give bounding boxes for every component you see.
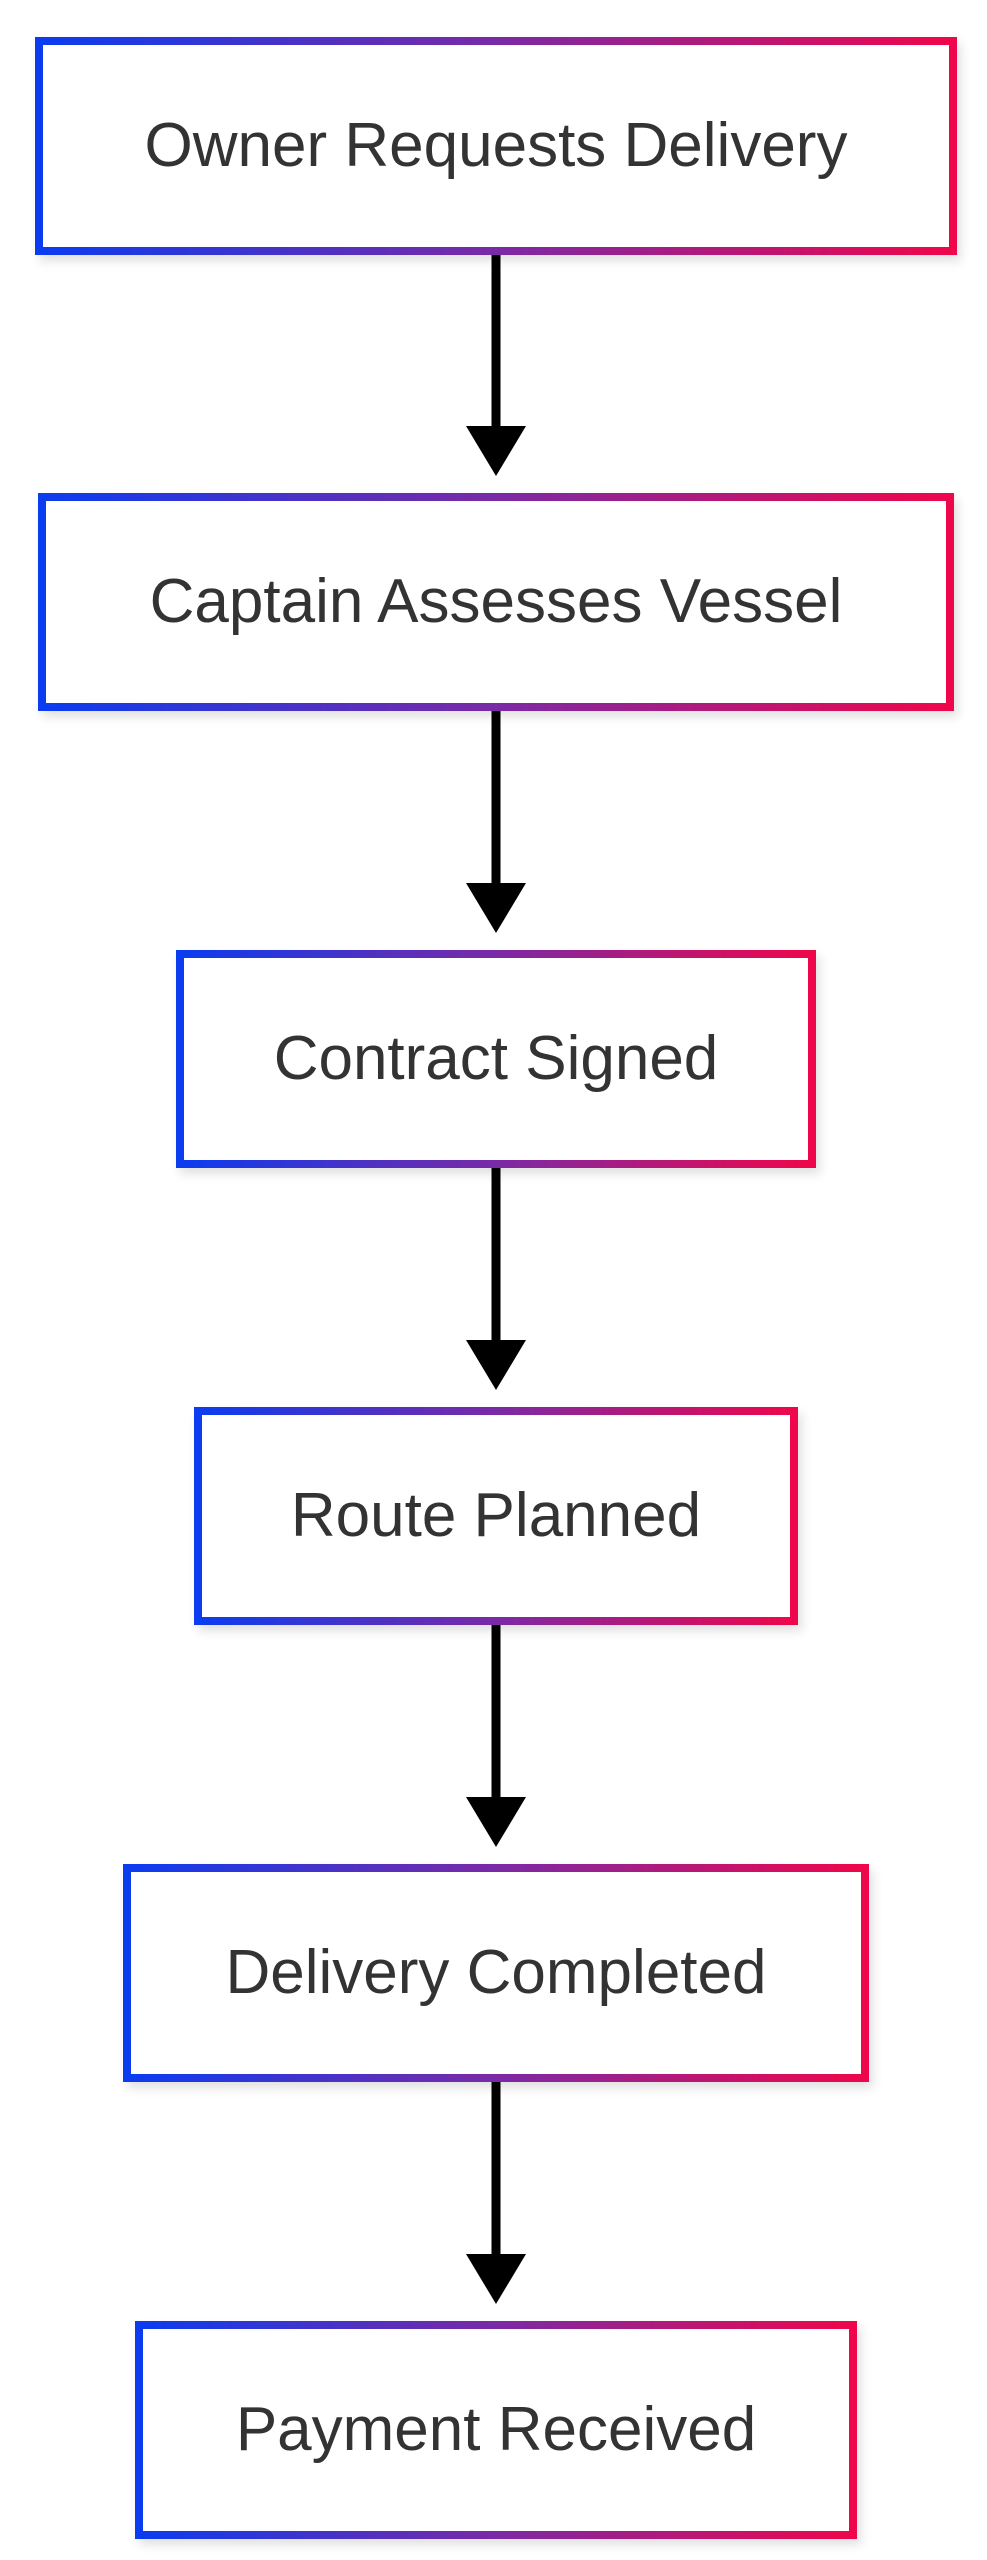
arrowhead-icon (466, 2254, 526, 2304)
node-label: Contract Signed (273, 1024, 719, 1093)
node-label: Captain Assesses Vessel (149, 567, 843, 636)
arrowhead-icon (466, 1340, 526, 1390)
edge-delivery-completed-to-payment-received (466, 2082, 526, 2304)
node-label: Route Planned (290, 1481, 702, 1550)
edge-captain-assesses-vessel-to-contract-signed (466, 711, 526, 933)
node-delivery-completed: Delivery Completed (123, 1864, 869, 2082)
node-payment-received: Payment Received (135, 2321, 857, 2539)
edge-contract-signed-to-route-planned (466, 1168, 526, 1390)
node-label: Payment Received (235, 2395, 757, 2464)
node-label: Owner Requests Delivery (144, 111, 848, 180)
node-captain-assesses-vessel: Captain Assesses Vessel (38, 493, 954, 711)
arrowhead-icon (466, 883, 526, 933)
edge-owner-requests-delivery-to-captain-assesses-vessel (466, 255, 526, 476)
arrowhead-icon (466, 426, 526, 476)
node-contract-signed: Contract Signed (176, 950, 816, 1168)
arrowhead-icon (466, 1797, 526, 1847)
node-label: Delivery Completed (225, 1938, 767, 2007)
node-route-planned: Route Planned (194, 1407, 798, 1625)
node-owner-requests-delivery: Owner Requests Delivery (35, 37, 957, 255)
edge-route-planned-to-delivery-completed (466, 1625, 526, 1847)
